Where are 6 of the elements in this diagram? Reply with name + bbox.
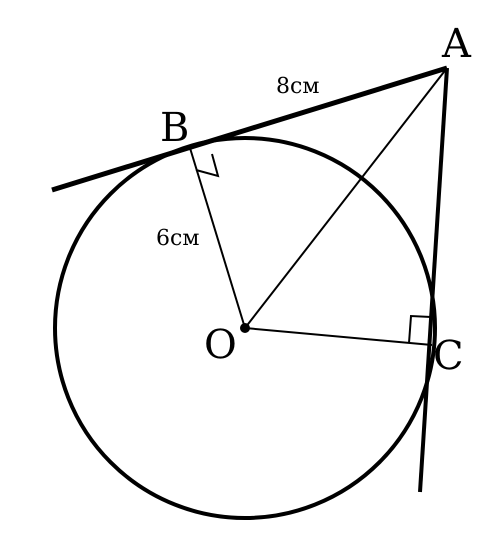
point-label: O [204, 325, 237, 365]
length-label: 8см [276, 76, 320, 98]
point-label: B [160, 108, 190, 148]
length-label: 6см [156, 228, 200, 250]
point-label: C [433, 336, 464, 376]
point-label: A [442, 24, 471, 64]
